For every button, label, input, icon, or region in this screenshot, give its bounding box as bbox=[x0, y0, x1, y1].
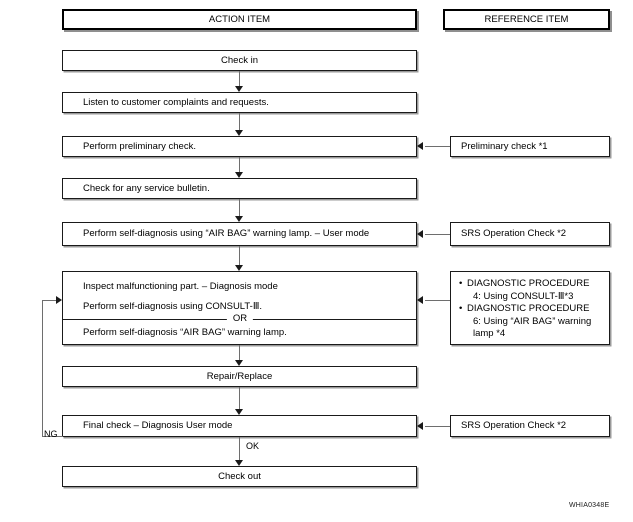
step-service-bulletin: Check for any service bulletin. bbox=[62, 178, 417, 199]
step-preliminary-check-label: Perform preliminary check. bbox=[83, 140, 196, 152]
reference-srs-operation-check-top: SRS Operation Check *2 bbox=[450, 222, 610, 246]
reference-preliminary-check-label: Preliminary check *1 bbox=[461, 140, 548, 152]
connector-ng-top-segment bbox=[42, 300, 56, 302]
connector-ref-diagnostic-procedures bbox=[425, 300, 450, 302]
arrow-down-icon-8 bbox=[235, 460, 243, 466]
diagnostic-procedure-item-1-line-2: 4: Using CONSULT-Ⅲ*3 bbox=[473, 290, 574, 302]
step-repair-replace: Repair/Replace bbox=[62, 366, 417, 387]
connector-preliminary-to-bulletin bbox=[239, 157, 241, 172]
diagnostic-procedure-item-2-line-2: 6: Using “AIR BAG” warning bbox=[473, 315, 592, 327]
step-repair-replace-label: Repair/Replace bbox=[206, 370, 273, 382]
connector-listen-to-preliminary bbox=[239, 113, 241, 130]
step-self-diagnosis-user-mode: Perform self-diagnosis using “AIR BAG” w… bbox=[62, 222, 417, 246]
step-listen-complaints: Listen to customer complaints and reques… bbox=[62, 92, 417, 113]
connector-ref-srs-top bbox=[425, 234, 450, 236]
edge-label-ok: OK bbox=[246, 441, 260, 451]
diagnostic-procedure-item-1-line-1: DIAGNOSTIC PROCEDURE bbox=[459, 278, 605, 291]
diagnosis-or-label: OR bbox=[226, 313, 254, 325]
arrow-down-icon-5 bbox=[235, 265, 243, 271]
reference-srs-operation-check-top-label: SRS Operation Check *2 bbox=[461, 228, 567, 240]
figure-code: WHIA0348E bbox=[569, 502, 610, 509]
arrow-down-icon-6 bbox=[235, 360, 243, 366]
arrow-left-icon-4 bbox=[417, 422, 423, 430]
connector-ng-vertical-segment bbox=[42, 300, 44, 437]
arrow-left-icon-2 bbox=[417, 230, 423, 238]
step-check-in-label: Check in bbox=[221, 54, 258, 66]
step-listen-complaints-label: Listen to customer complaints and reques… bbox=[83, 96, 269, 108]
connector-inspect-to-repair bbox=[239, 345, 241, 360]
connector-bulletin-to-self-diagnosis bbox=[239, 199, 241, 216]
header-reference-item: REFERENCE ITEM bbox=[443, 9, 610, 30]
arrow-down-icon-4 bbox=[235, 216, 243, 222]
reference-diagnostic-procedures: DIAGNOSTIC PROCEDURE 4: Using CONSULT-Ⅲ*… bbox=[450, 271, 610, 345]
step-service-bulletin-label: Check for any service bulletin. bbox=[83, 182, 210, 194]
diagnostic-procedure-item-2-line-1: DIAGNOSTIC PROCEDURE bbox=[459, 303, 605, 316]
step-self-diagnosis-user-mode-label: Perform self-diagnosis using “AIR BAG” w… bbox=[83, 228, 370, 240]
edge-label-ng: NG bbox=[44, 429, 58, 439]
connector-check-in-to-listen bbox=[239, 71, 241, 86]
connector-ref-srs-bottom bbox=[425, 426, 450, 428]
diagnosis-line-2: Perform self-diagnosis using CONSULT-Ⅲ. bbox=[83, 301, 263, 312]
reference-srs-operation-check-bottom-label: SRS Operation Check *2 bbox=[461, 420, 567, 432]
diagnosis-line-1: Inspect malfunctioning part. – Diagnosis… bbox=[83, 281, 278, 292]
arrow-left-icon-1 bbox=[417, 142, 423, 150]
step-inspect-malfunctioning-part: Inspect malfunctioning part. – Diagnosis… bbox=[62, 271, 417, 345]
connector-self-diagnosis-to-inspect bbox=[239, 246, 241, 265]
connector-repair-to-final-check bbox=[239, 387, 241, 409]
arrow-down-icon-7 bbox=[235, 409, 243, 415]
arrow-right-icon-ng bbox=[56, 296, 62, 304]
step-final-check: Final check – Diagnosis User mode bbox=[62, 415, 417, 437]
connector-ref-preliminary bbox=[425, 146, 450, 148]
arrow-left-icon-3 bbox=[417, 296, 423, 304]
header-action-item-label: ACTION ITEM bbox=[208, 13, 271, 25]
diagnostic-procedure-item-2-line-3: lamp *4 bbox=[473, 328, 506, 340]
step-check-out-label: Check out bbox=[218, 470, 261, 482]
reference-preliminary-check: Preliminary check *1 bbox=[450, 136, 610, 157]
step-check-out: Check out bbox=[62, 466, 417, 487]
connector-ng-bottom-segment bbox=[42, 436, 63, 438]
diagnosis-line-3: Perform self-diagnosis “AIR BAG” warning… bbox=[83, 327, 287, 338]
step-preliminary-check: Perform preliminary check. bbox=[62, 136, 417, 157]
header-reference-item-label: REFERENCE ITEM bbox=[484, 13, 569, 25]
step-final-check-label: Final check – Diagnosis User mode bbox=[83, 420, 233, 432]
step-check-in: Check in bbox=[62, 50, 417, 71]
arrow-down-icon-3 bbox=[235, 172, 243, 178]
arrow-down-icon-1 bbox=[235, 86, 243, 92]
header-action-item: ACTION ITEM bbox=[62, 9, 417, 30]
reference-srs-operation-check-bottom: SRS Operation Check *2 bbox=[450, 415, 610, 437]
connector-final-check-to-check-out bbox=[239, 437, 241, 460]
arrow-down-icon-2 bbox=[235, 130, 243, 136]
diagnostic-procedure-list: DIAGNOSTIC PROCEDURE 4: Using CONSULT-Ⅲ*… bbox=[459, 278, 605, 341]
